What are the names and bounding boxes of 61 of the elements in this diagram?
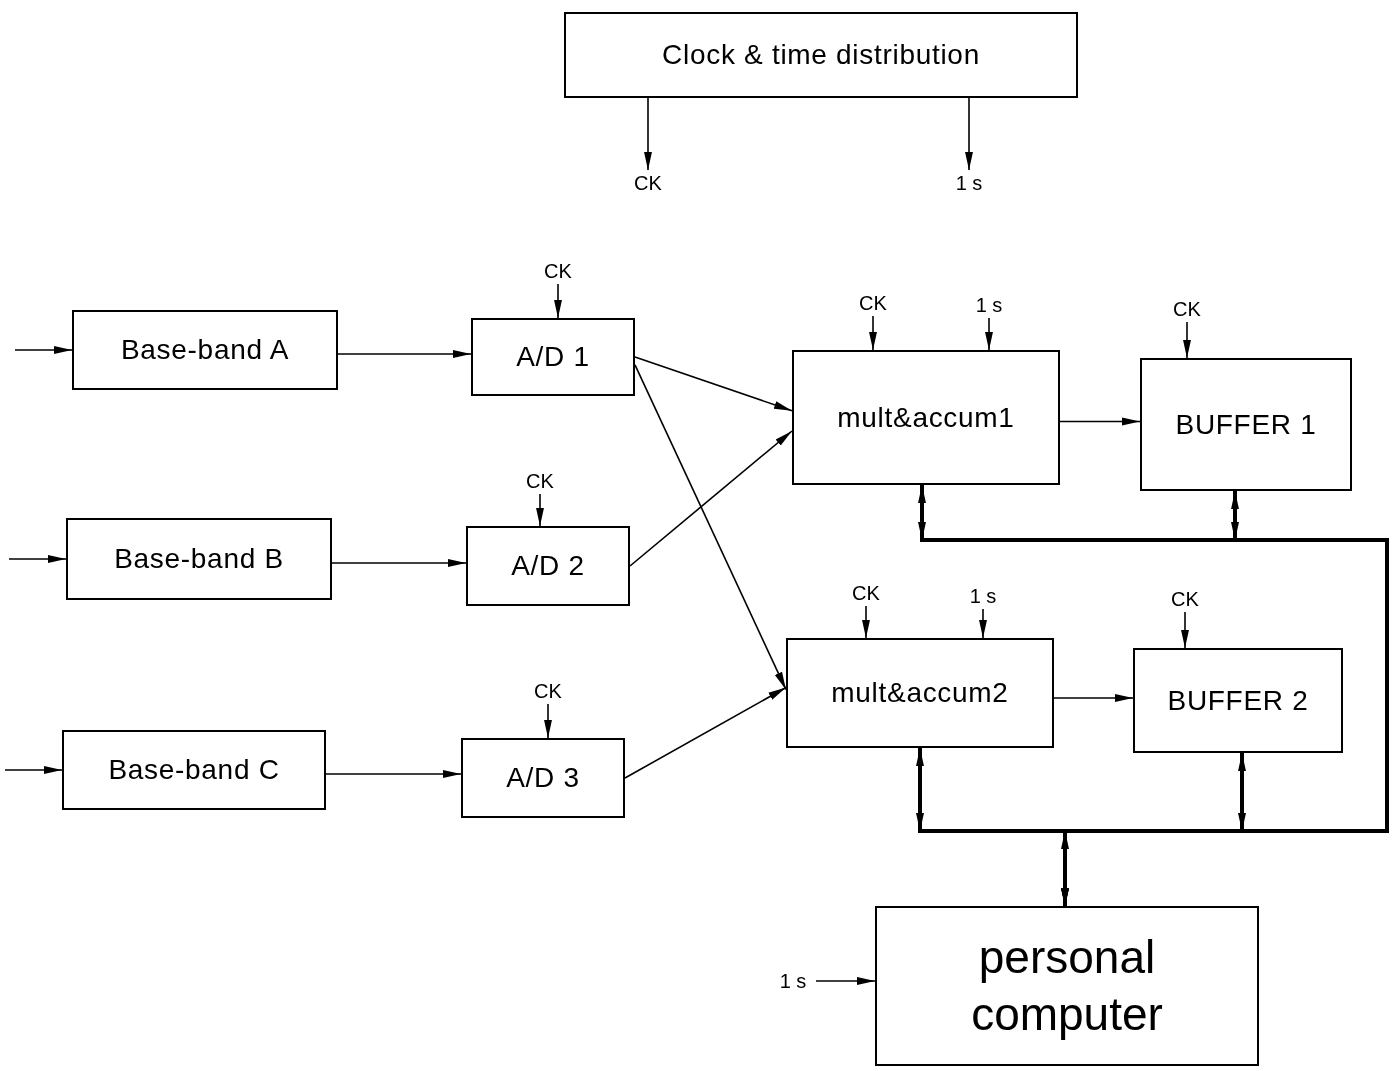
arrow — [985, 317, 993, 351]
block-label: mult&accum2 — [831, 676, 1009, 710]
arrow — [14, 346, 73, 354]
block-label: A/D 1 — [516, 340, 590, 374]
bus-line — [1061, 753, 1246, 906]
signal-label: CK — [1170, 296, 1204, 322]
arrow — [4, 766, 63, 774]
signal-label: 1 s — [946, 170, 992, 196]
signal-label: CK — [523, 468, 557, 494]
arrow — [815, 977, 876, 985]
arrow — [1181, 611, 1189, 649]
block-label: A/D 3 — [506, 761, 580, 795]
arrow — [544, 703, 552, 739]
arrow — [1183, 321, 1191, 359]
arrow — [634, 364, 787, 691]
block-box — [466, 526, 630, 606]
arrow — [869, 315, 877, 351]
arrow — [536, 493, 544, 527]
signal-label: CK — [542, 258, 574, 284]
block-label: Base-band B — [114, 542, 284, 576]
block-box — [1133, 648, 1343, 753]
signal-label: CK — [1168, 586, 1202, 612]
arrow — [624, 686, 787, 779]
block-label: Base-band A — [120, 333, 289, 367]
block-box — [792, 350, 1060, 485]
signal-label: CK — [849, 580, 883, 606]
signal-label: 1 s — [770, 968, 816, 994]
block-box — [1140, 358, 1352, 491]
arrow — [337, 350, 472, 358]
block-box — [564, 12, 1078, 98]
block-label: BUFFER 1 — [1175, 407, 1317, 442]
block-label: Base-band C — [108, 753, 280, 787]
arrow — [979, 608, 987, 639]
arrow — [8, 555, 67, 563]
arrow — [1053, 694, 1134, 702]
block-box — [461, 738, 625, 818]
block-label: personal computer — [970, 929, 1164, 1042]
block-box — [786, 638, 1054, 748]
arrow — [634, 356, 793, 412]
block-label: BUFFER 2 — [1167, 683, 1309, 718]
arrow — [554, 283, 562, 319]
block-box — [66, 518, 332, 600]
block-label: Clock & time distribution — [662, 38, 980, 72]
arrow — [965, 97, 973, 171]
block-box — [62, 730, 326, 810]
arrow — [862, 605, 870, 639]
arrow — [629, 430, 793, 567]
block-label: mult&accum1 — [837, 400, 1015, 435]
signal-label: 1 s — [960, 583, 1006, 609]
signal-label: CK — [856, 290, 890, 316]
signal-label: CK — [630, 170, 666, 196]
signal-label: CK — [531, 678, 565, 704]
block-box — [875, 906, 1259, 1066]
arrow — [644, 97, 652, 171]
signal-label: 1 s — [966, 292, 1012, 318]
block-label: A/D 2 — [511, 549, 585, 583]
arrow — [1059, 417, 1141, 426]
arrow — [331, 559, 467, 567]
block-box — [72, 310, 338, 390]
block-box — [471, 318, 635, 396]
arrow — [325, 770, 462, 778]
